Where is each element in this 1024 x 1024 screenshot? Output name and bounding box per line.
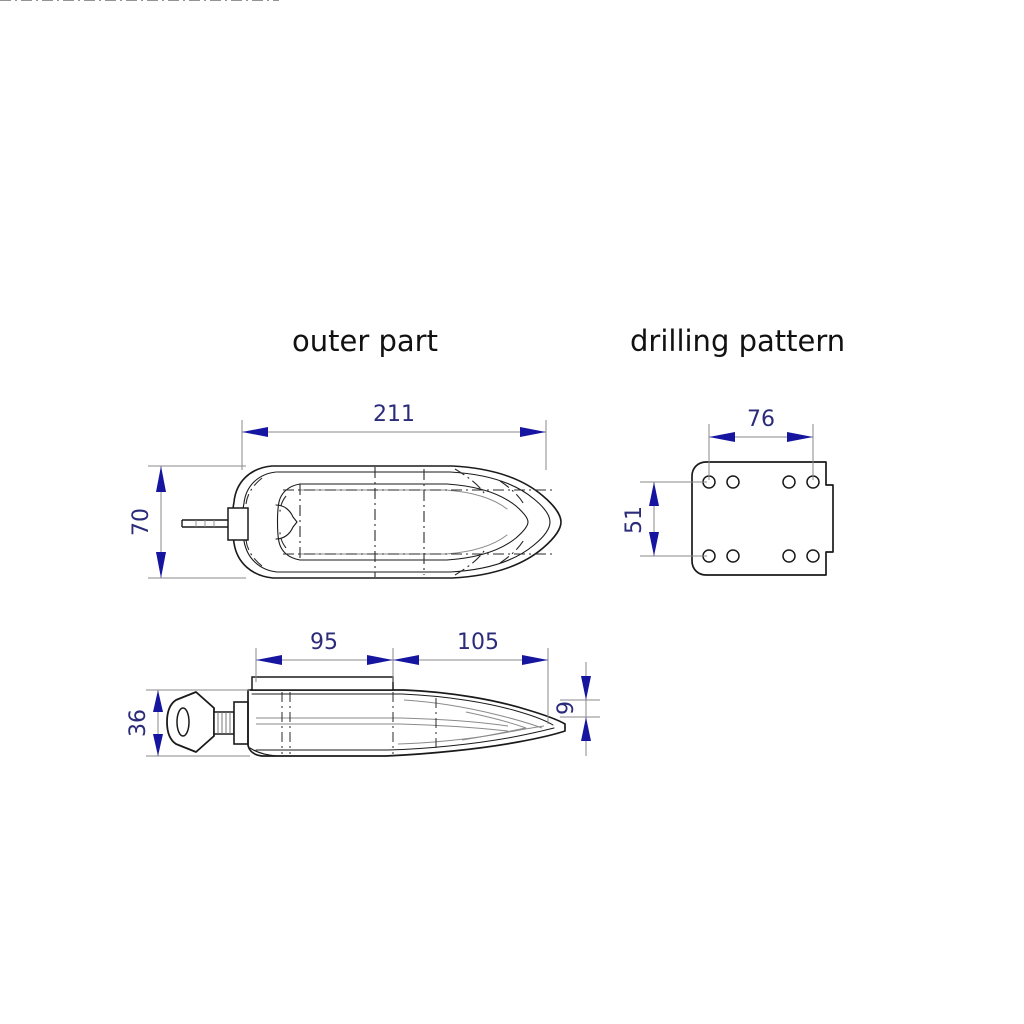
outer-part-side-outline xyxy=(247,689,566,757)
dim-label-105: 105 xyxy=(457,630,499,655)
dimension-36: 36 xyxy=(126,689,250,757)
outer-part-rib-diag-4 xyxy=(499,537,526,564)
outer-part-side-inner-top xyxy=(251,693,554,726)
arrow-36-bottom xyxy=(153,734,163,756)
dimension-211: 211 xyxy=(241,402,547,470)
arrow-51-bottom xyxy=(649,532,659,556)
drill-hole-bottom-3 xyxy=(782,549,796,563)
dim-label-36: 36 xyxy=(126,709,151,737)
outer-part-side-taper-line-1 xyxy=(403,699,543,729)
dim-label-70: 70 xyxy=(129,508,154,536)
outer-part-side-midline-a xyxy=(256,717,509,727)
dimension-76: 76 xyxy=(708,407,814,480)
arrow-76-left xyxy=(709,432,735,442)
dim-label-51: 51 xyxy=(622,506,647,534)
arrow-211-left xyxy=(242,427,268,437)
outer-part-inner-upper-contour xyxy=(276,471,551,573)
drilling-plate-outline xyxy=(691,461,834,576)
outer-part-side-taper-line-3 xyxy=(465,711,527,729)
outer-part-rib-diag-3 xyxy=(499,480,526,507)
arrow-9-bottom xyxy=(581,717,591,741)
outer-part-rib-diag-1 xyxy=(454,468,487,497)
dim-label-9: 9 xyxy=(554,701,579,715)
drill-hole-bottom-4 xyxy=(806,549,820,563)
dim-label-76: 76 xyxy=(747,407,775,432)
arrow-9-top xyxy=(581,676,591,700)
lock-cylinder-barrel xyxy=(227,507,249,541)
outer-part-rib-diag-8 xyxy=(279,531,287,549)
outer-part-rib-diag-5 xyxy=(245,477,263,505)
key-head xyxy=(166,691,215,753)
dim-label-211: 211 xyxy=(373,402,415,427)
arrow-36-top xyxy=(153,690,163,712)
dimension-51: 51 xyxy=(622,481,707,557)
outer-part-side-midline-b xyxy=(256,723,509,732)
arrow-70-top xyxy=(156,466,166,492)
outer-part-top-strip xyxy=(251,676,394,691)
outer-part-inner-rib-contour xyxy=(299,483,529,561)
outer-part-rib-diag-2 xyxy=(454,547,487,576)
drill-hole-top-3 xyxy=(782,475,796,489)
arrow-105-left xyxy=(393,655,419,665)
outer-part-rib-diag-6 xyxy=(245,539,263,567)
arrow-76-right xyxy=(787,432,813,442)
outer-part-side-inner-bottom xyxy=(255,727,555,751)
outer-part-side-taper-line-4 xyxy=(461,727,527,741)
dimension-95: 95 xyxy=(255,630,394,682)
outer-part-side-corner-fillet xyxy=(249,747,277,757)
key-head-hole xyxy=(176,707,190,737)
dim-label-95: 95 xyxy=(310,630,338,655)
view-title-outer-part: outer part xyxy=(292,324,438,358)
drill-hole-bottom-2 xyxy=(726,549,740,563)
dimension-105: 105 xyxy=(393,630,549,724)
arrow-51-top xyxy=(649,482,659,506)
arrow-95-right xyxy=(367,655,393,665)
dimension-70: 70 xyxy=(129,465,246,579)
arrow-211-right xyxy=(520,427,546,437)
arrow-105-right xyxy=(522,655,548,665)
view-title-drilling-pattern: drilling pattern xyxy=(630,324,846,358)
dimension-9: 9 xyxy=(554,662,600,756)
drill-hole-top-2 xyxy=(726,475,740,489)
outer-part-rib-diag-7 xyxy=(279,495,287,513)
arrow-95-left xyxy=(256,655,282,665)
arrow-70-bottom xyxy=(156,552,166,578)
outer-part-keyway-housing xyxy=(275,504,298,540)
